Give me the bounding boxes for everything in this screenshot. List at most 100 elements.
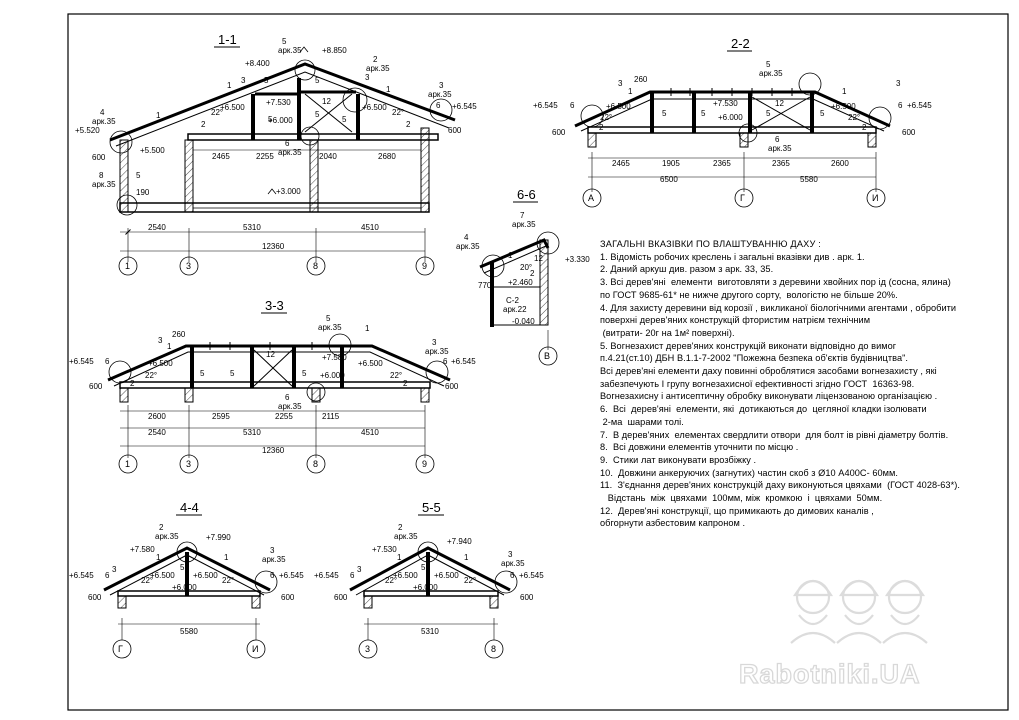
svg-text:+7.580: +7.580 — [322, 353, 347, 362]
svg-text:2: 2 — [406, 120, 411, 129]
svg-text:2600: 2600 — [831, 159, 849, 168]
svg-text:2: 2 — [159, 523, 164, 532]
svg-text:арк.35: арк.35 — [278, 402, 302, 411]
svg-text:5: 5 — [302, 369, 307, 378]
note-line: забезпечують І групу вогнезахисної ефект… — [600, 378, 915, 389]
svg-text:2115: 2115 — [322, 412, 340, 421]
axis-G: Г — [734, 188, 754, 208]
svg-text:8: 8 — [313, 261, 318, 271]
svg-text:600: 600 — [334, 593, 348, 602]
svg-text:арк.35: арк.35 — [278, 148, 302, 157]
svg-text:+6.000: +6.000 — [172, 583, 197, 592]
svg-text:1905: 1905 — [662, 159, 680, 168]
svg-text:+6.545: +6.545 — [533, 101, 558, 110]
axis-1: 1 — [118, 256, 138, 276]
svg-text:1: 1 — [464, 553, 469, 562]
note-line: 1. Відомість робочих креслень і загальні… — [600, 251, 865, 262]
svg-text:В: В — [544, 351, 550, 361]
note-line: 5. Вогнезахист дерев'яних конструкцій ви… — [600, 340, 897, 351]
svg-text:2: 2 — [599, 123, 604, 132]
svg-text:+6.545: +6.545 — [69, 357, 94, 366]
svg-text:6: 6 — [570, 101, 575, 110]
note-line: 10. Довжини анкеруючих (загнутих) частин… — [600, 467, 898, 478]
axis-1: 1 — [118, 454, 138, 474]
svg-text:22°: 22° — [600, 113, 612, 122]
note-line: 2-ма шарами толі. — [600, 416, 684, 427]
axis-V: В — [538, 346, 558, 366]
svg-text:3: 3 — [432, 338, 437, 347]
axis-8: 8 — [306, 454, 326, 474]
svg-text:5: 5 — [315, 76, 320, 85]
svg-text:6: 6 — [898, 101, 903, 110]
sheet-frame — [67, 13, 1009, 711]
svg-text:2540: 2540 — [148, 223, 166, 232]
svg-text:2: 2 — [130, 379, 135, 388]
svg-text:1: 1 — [628, 87, 633, 96]
section-4-4: 4-4 2 арк.35 +7.990 +7.580 1 1 3 арк.35 … — [69, 500, 304, 659]
svg-text:22°: 22° — [392, 108, 404, 117]
svg-text:2365: 2365 — [772, 159, 790, 168]
svg-text:5: 5 — [268, 115, 273, 124]
svg-text:600: 600 — [88, 593, 102, 602]
section-title: 2-2 — [731, 36, 750, 51]
svg-text:5: 5 — [421, 563, 426, 572]
svg-text:12: 12 — [322, 97, 331, 106]
note-line: 12. Дерев'яні конструкції, що примикають… — [600, 505, 874, 516]
svg-text:6: 6 — [285, 139, 290, 148]
svg-text:5: 5 — [326, 314, 331, 323]
elev-5520: +5.520 — [75, 126, 100, 135]
svg-text:6500: 6500 — [660, 175, 678, 184]
svg-text:+2.460: +2.460 — [508, 278, 533, 287]
note-line: 7. В дерев'яних елементах свердлити отво… — [600, 429, 949, 440]
svg-text:-0.040: -0.040 — [512, 317, 535, 326]
svg-text:А: А — [588, 193, 594, 203]
svg-text:+6.500: +6.500 — [393, 571, 418, 580]
axis-3: 3 — [358, 639, 378, 659]
note-line: 11. З'єднання дерев'яних конструкцій дах… — [600, 480, 960, 491]
note-line: 9. Стики лат виконувати врозбіжку . — [600, 454, 757, 465]
svg-text:1: 1 — [508, 251, 513, 260]
svg-text:3: 3 — [508, 550, 513, 559]
svg-text:5: 5 — [136, 171, 141, 180]
svg-text:600: 600 — [448, 126, 462, 135]
svg-text:+6.545: +6.545 — [279, 571, 304, 580]
svg-text:арк.35: арк.35 — [512, 220, 536, 229]
svg-text:+6.545: +6.545 — [451, 357, 476, 366]
svg-text:6: 6 — [775, 135, 780, 144]
svg-text:12360: 12360 — [262, 242, 285, 251]
svg-text:600: 600 — [552, 128, 566, 137]
svg-text:арк.35: арк.35 — [92, 180, 116, 189]
svg-text:арк.35: арк.35 — [394, 532, 418, 541]
svg-text:+6.500: +6.500 — [434, 571, 459, 580]
svg-text:3: 3 — [241, 76, 246, 85]
axis-9: 9 — [415, 256, 435, 276]
svg-text:5: 5 — [766, 60, 771, 69]
note-line: 6. Всі дерев'яні елементи, які дотикають… — [600, 404, 927, 415]
svg-text:6: 6 — [436, 101, 441, 110]
svg-text:190: 190 — [136, 188, 150, 197]
svg-text:260: 260 — [172, 330, 186, 339]
svg-text:8: 8 — [99, 171, 104, 180]
elev-6500-left: +6.500 — [220, 103, 245, 112]
watermark-text: Rabotniki.UA — [739, 659, 921, 689]
svg-text:И: И — [252, 644, 258, 654]
elev-6500-right: +6.500 — [362, 103, 387, 112]
svg-text:арк.35: арк.35 — [428, 90, 452, 99]
svg-text:2595: 2595 — [212, 412, 230, 421]
section-5-5: 5-5 2 арк.35 +7.940 +7.530 1 1 3 арк.35 … — [314, 500, 544, 659]
svg-text:20°: 20° — [520, 263, 532, 272]
svg-text:3: 3 — [112, 565, 117, 574]
svg-text:2: 2 — [403, 379, 408, 388]
svg-text:22°: 22° — [145, 371, 157, 380]
svg-text:600: 600 — [445, 382, 459, 391]
axis-I: И — [246, 639, 266, 659]
svg-text:22°: 22° — [848, 113, 860, 122]
svg-text:5: 5 — [701, 109, 706, 118]
svg-text:12: 12 — [534, 254, 543, 263]
section-title: 3-3 — [265, 298, 284, 313]
elev-6000: +6.000 — [268, 116, 293, 125]
svg-text:6: 6 — [443, 357, 448, 366]
svg-text:5: 5 — [282, 37, 287, 46]
svg-text:22°: 22° — [222, 576, 234, 585]
